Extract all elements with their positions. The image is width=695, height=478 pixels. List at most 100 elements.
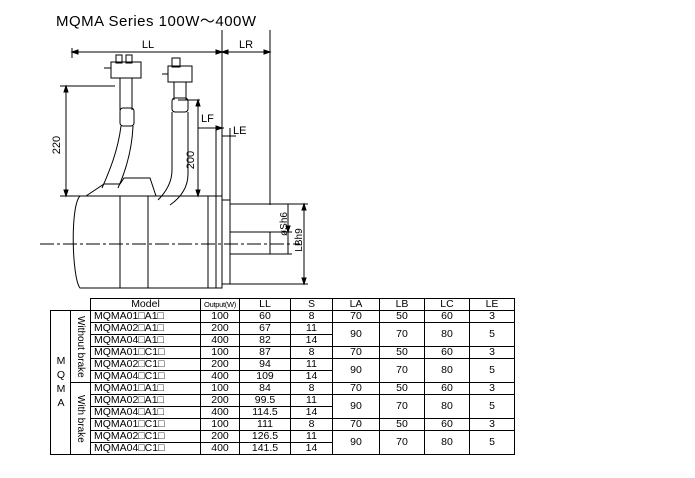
model-cell: MQMA01□A1□	[90, 382, 201, 395]
lb-cell: 70	[379, 358, 425, 383]
model-cell: MQMA02□C1□	[90, 358, 201, 371]
s-cell: 8	[290, 418, 333, 431]
lr-label: LR	[239, 39, 253, 51]
ll-cell: 114.5	[239, 406, 291, 419]
output-cell: 400	[200, 334, 240, 347]
le-cell: 5	[469, 358, 515, 383]
encoder-cable-clamp	[119, 107, 135, 127]
model-cell: MQMA02□A1□	[90, 322, 201, 335]
lf-label: LF	[201, 113, 214, 125]
bore-arrow-top	[301, 202, 307, 211]
output-cell: 400	[200, 370, 240, 383]
column-header: LL	[239, 298, 291, 311]
le-cell: 5	[469, 394, 515, 419]
h200-arrow-top	[195, 98, 201, 107]
la-cell: 70	[332, 382, 380, 395]
column-header: S	[290, 298, 333, 311]
group-label: Without brake	[70, 310, 91, 383]
s-cell: 11	[290, 322, 333, 335]
ll-cell: 60	[239, 310, 291, 323]
power-connector-tab	[171, 57, 181, 68]
h220-arrow-bottom	[63, 189, 69, 198]
output-cell: 400	[200, 442, 240, 455]
encoder-connector-tab-a	[115, 54, 123, 64]
s-cell: 14	[290, 442, 333, 455]
h220-arrow-top	[63, 84, 69, 93]
ll-cell: 141.5	[239, 442, 291, 455]
lc-cell: 80	[424, 358, 470, 383]
group-label: With brake	[70, 382, 91, 455]
encoder-cable-top	[119, 78, 133, 110]
lb-cell: 50	[379, 310, 425, 323]
s-cell: 11	[290, 358, 333, 371]
lb-cell: 50	[379, 346, 425, 359]
column-header: Output(W)	[200, 298, 240, 311]
lr-arrow-right	[263, 49, 272, 55]
output-cell: 100	[200, 346, 240, 359]
model-cell: MQMA01□A1□	[90, 310, 201, 323]
lb-cell: 50	[379, 382, 425, 395]
s-cell: 8	[290, 310, 333, 323]
lf-arrow	[215, 125, 224, 131]
la-cell: 70	[332, 310, 380, 323]
shaft-label: øSh6	[279, 212, 290, 236]
lc-cell: 80	[424, 430, 470, 455]
output-cell: 400	[200, 406, 240, 419]
h200-label: 200	[185, 151, 197, 169]
column-header: LC	[424, 298, 470, 311]
shaft-arrow	[285, 225, 291, 234]
s-cell: 11	[290, 430, 333, 443]
la-cell: 90	[332, 322, 380, 347]
s-cell: 8	[290, 346, 333, 359]
le-label: LE	[233, 125, 246, 137]
model-cell: MQMA01□C1□	[90, 346, 201, 359]
output-cell: 200	[200, 394, 240, 407]
column-header: LA	[332, 298, 380, 311]
output-cell: 200	[200, 322, 240, 335]
ll-label: LL	[142, 39, 154, 51]
lc-cell: 80	[424, 394, 470, 419]
lc-cell: 60	[424, 382, 470, 395]
ll-arrow-left	[70, 49, 79, 55]
ll-cell: 99.5	[239, 394, 291, 407]
model-cell: MQMA04□A1□	[90, 334, 201, 347]
model-cell: MQMA04□A1□	[90, 406, 201, 419]
ll-cell: 67	[239, 322, 291, 335]
encoder-cable-bend	[101, 125, 134, 189]
cable-exit-housing	[85, 177, 157, 197]
lc-cell: 80	[424, 322, 470, 347]
le-cell: 3	[469, 310, 515, 323]
motor-body	[72, 195, 217, 289]
lb-cell: 50	[379, 418, 425, 431]
column-header: Model	[90, 298, 201, 311]
lc-cell: 60	[424, 310, 470, 323]
model-cell: MQMA04□C1□	[90, 370, 201, 383]
model-cell: MQMA04□C1□	[90, 442, 201, 455]
ll-arrow-right	[215, 49, 224, 55]
ll-cell: 87	[239, 346, 291, 359]
le-cell: 3	[469, 382, 515, 395]
output-cell: 100	[200, 418, 240, 431]
ll-cell: 126.5	[239, 430, 291, 443]
s-cell: 8	[290, 382, 333, 395]
s-cell: 11	[290, 394, 333, 407]
la-cell: 90	[332, 358, 380, 383]
motor-shaft	[229, 231, 271, 255]
output-cell: 200	[200, 430, 240, 443]
lc-cell: 60	[424, 418, 470, 431]
le-cell: 3	[469, 346, 515, 359]
model-cell: MQMA01□C1□	[90, 418, 201, 431]
column-header: LB	[379, 298, 425, 311]
motor-outline-drawing: LL LR 220 200 LF LE øSh6 LBh9	[40, 30, 308, 289]
ll-cell: 94	[239, 358, 291, 371]
la-cell: 90	[332, 430, 380, 455]
motor-flange	[215, 195, 223, 289]
power-cable-top	[173, 82, 187, 100]
output-cell: 100	[200, 310, 240, 323]
